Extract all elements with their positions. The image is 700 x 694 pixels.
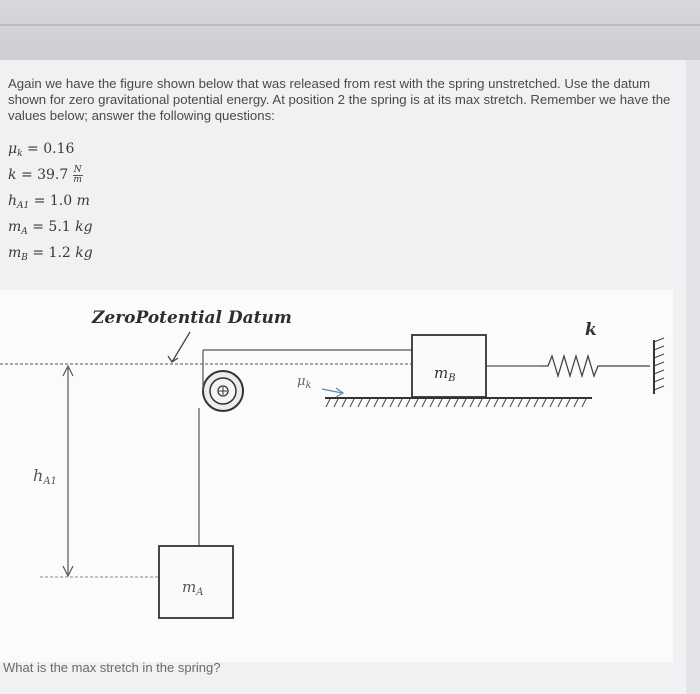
height-label-sub: A1 — [43, 476, 57, 487]
ma-unit: kg — [75, 219, 93, 235]
block-a-label-sub: A — [196, 587, 204, 598]
h-symbol: h — [8, 193, 18, 209]
datum-label: ZeroPotential Datum — [92, 308, 292, 328]
block-a — [158, 545, 234, 619]
k-unit-den: m — [73, 174, 82, 185]
mu-symbol: μ — [8, 141, 18, 157]
block-b-label-m: m — [434, 364, 449, 382]
k-unit-num: N — [72, 164, 83, 176]
spring-k-label: k — [585, 320, 597, 340]
k-symbol: k — [8, 167, 17, 183]
height-label: hA1 — [33, 466, 57, 487]
physics-figure: ZeroPotential Datum k mB mA μk hA1 — [0, 290, 673, 662]
value-m-a: mA = 5.1 kg — [8, 216, 93, 242]
h-value: = 1.0 — [33, 193, 73, 209]
ma-value: = 5.1 — [32, 219, 71, 235]
value-h-a1: hA1 = 1.0 m — [8, 190, 93, 216]
top-divider — [0, 24, 700, 26]
mu-sub: k — [17, 149, 23, 159]
friction-label: μk — [297, 374, 312, 391]
spring-coil — [540, 353, 650, 379]
question-text: What is the max stretch in the spring? — [3, 660, 221, 675]
k-value: = 39.7 — [20, 167, 69, 183]
mb-sub: B — [21, 253, 28, 263]
h-sub: A1 — [17, 201, 30, 211]
ma-sub: A — [21, 227, 28, 237]
ground-hatch — [325, 398, 587, 408]
top-strip — [0, 0, 700, 60]
block-b-label: mB — [434, 364, 456, 384]
height-arrow-top — [62, 364, 74, 377]
value-m-b: mB = 1.2 kg — [8, 242, 93, 268]
datum-pointer-arrow — [171, 331, 191, 363]
mu-value: = 0.16 — [27, 141, 75, 157]
wall-hatch — [653, 337, 665, 391]
datum-pointer-head — [167, 355, 179, 363]
block-a-label: mA — [182, 578, 203, 598]
block-a-label-m: m — [182, 578, 197, 596]
friction-label-mu: μ — [297, 374, 306, 389]
mu-pointer-arrow — [321, 388, 343, 394]
height-arrow-bottom — [62, 565, 74, 578]
value-mu-k: μk = 0.16 — [8, 138, 93, 164]
intro-text: Again we have the figure shown below tha… — [8, 76, 671, 123]
ma-symbol: m — [8, 219, 22, 235]
height-label-h: h — [33, 466, 44, 485]
figure-drawing — [0, 331, 665, 619]
friction-label-sub: k — [305, 380, 312, 391]
block-b-label-sub: B — [448, 373, 456, 384]
mb-unit: kg — [75, 245, 93, 261]
h-unit: m — [76, 193, 90, 209]
mu-pointer-head — [335, 387, 345, 398]
mb-symbol: m — [8, 245, 22, 261]
mb-value: = 1.2 — [32, 245, 71, 261]
